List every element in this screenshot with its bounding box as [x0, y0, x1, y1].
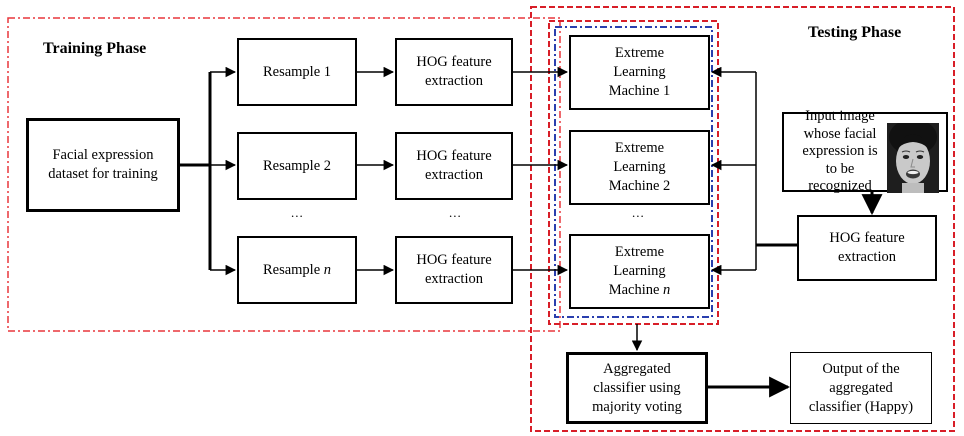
input-line-4: to be [825, 160, 855, 177]
elm-n-line-2: Learning [613, 263, 666, 279]
resample-1-box: Resample 1 [237, 38, 357, 106]
input-line-3: expression is [802, 143, 878, 160]
training-dataset-box: Facial expression dataset for training [26, 118, 180, 212]
ensemble-inner-border [554, 26, 713, 318]
aggregator-line-3: majority voting [592, 398, 682, 415]
aggregator-line-2: classifier using [593, 379, 681, 396]
resample-2-box: Resample 2 [237, 132, 357, 200]
resample-n-prefix: Resample [262, 261, 324, 278]
input-line-5: recognized [808, 178, 872, 195]
dataset-line-1: Facial expression [52, 147, 154, 163]
resample-n-box: Resample n [237, 236, 357, 304]
aggregator-box: Aggregated classifier using majority vot… [566, 352, 708, 424]
output-box: Output of the aggregated classifier (Hap… [790, 352, 932, 424]
elm-n-line-3: Machine [608, 282, 664, 298]
hog-n-line-1: HOG feature [416, 252, 492, 268]
training-phase-region [7, 17, 561, 332]
elm-2-line-1: Extreme [614, 140, 665, 156]
resample-n-index: n [323, 261, 332, 278]
resample-2-prefix: Resample [262, 157, 324, 174]
elm-1-index: 1 [663, 83, 671, 99]
resample-1-index: 1 [323, 63, 332, 80]
test-features-to-elm-arrows [710, 66, 797, 276]
elm-2-index: 2 [663, 178, 671, 194]
elm-2-line-3: Machine [608, 178, 664, 194]
elm-1-box: Extreme Learning Machine 1 [569, 35, 710, 110]
elm-1-line-3: Machine [608, 83, 664, 99]
hog-1-line-2: extraction [425, 73, 483, 89]
dataset-to-resamples-connector [180, 66, 237, 276]
elm-2-line-2: Learning [613, 159, 666, 175]
elm-ellipsis: ... [632, 205, 645, 220]
resample-1-prefix: Resample [262, 63, 324, 80]
training-phase-title: Training Phase [43, 40, 147, 57]
elm-n-line-1: Extreme [614, 244, 665, 260]
resample-to-hog-arrows [357, 66, 395, 276]
face-image [887, 123, 939, 193]
hog-box-2: HOG feature extraction [395, 132, 513, 200]
elm-n-index: n [663, 282, 671, 298]
test-hog-line-1: HOG feature [829, 230, 905, 246]
hog-box-n: HOG feature extraction [395, 236, 513, 304]
aggregator-line-1: Aggregated [603, 360, 671, 377]
input-line-1: Input image [805, 108, 875, 125]
hog-to-elm-arrows [513, 66, 569, 276]
elm-1-line-2: Learning [613, 64, 666, 80]
resample-2-index: 2 [323, 157, 332, 174]
dataset-line-2: dataset for training [48, 166, 158, 182]
output-line-2: aggregated [829, 379, 893, 396]
hog-n-line-2: extraction [425, 271, 483, 287]
testing-phase-region [530, 6, 955, 432]
hog-2-line-1: HOG feature [416, 148, 492, 164]
test-hog-box: HOG feature extraction [797, 215, 937, 281]
hog-2-line-2: extraction [425, 167, 483, 183]
resample-ellipsis: ... [291, 205, 304, 220]
elm-1-line-1: Extreme [614, 45, 665, 61]
output-line-3: classifier (Happy) [808, 398, 914, 415]
input-line-2: whose facial [803, 125, 877, 142]
hog-box-1: HOG feature extraction [395, 38, 513, 106]
hog-ellipsis: ... [449, 205, 462, 220]
elm-n-box: Extreme Learning Machine n [569, 234, 710, 309]
testing-phase-title: Testing Phase [808, 24, 902, 41]
output-line-1: Output of the [822, 360, 900, 377]
hog-1-line-1: HOG feature [416, 54, 492, 70]
ensemble-outer-border [548, 20, 719, 325]
test-hog-line-2: extraction [838, 249, 896, 265]
elm-2-box: Extreme Learning Machine 2 [569, 130, 710, 205]
